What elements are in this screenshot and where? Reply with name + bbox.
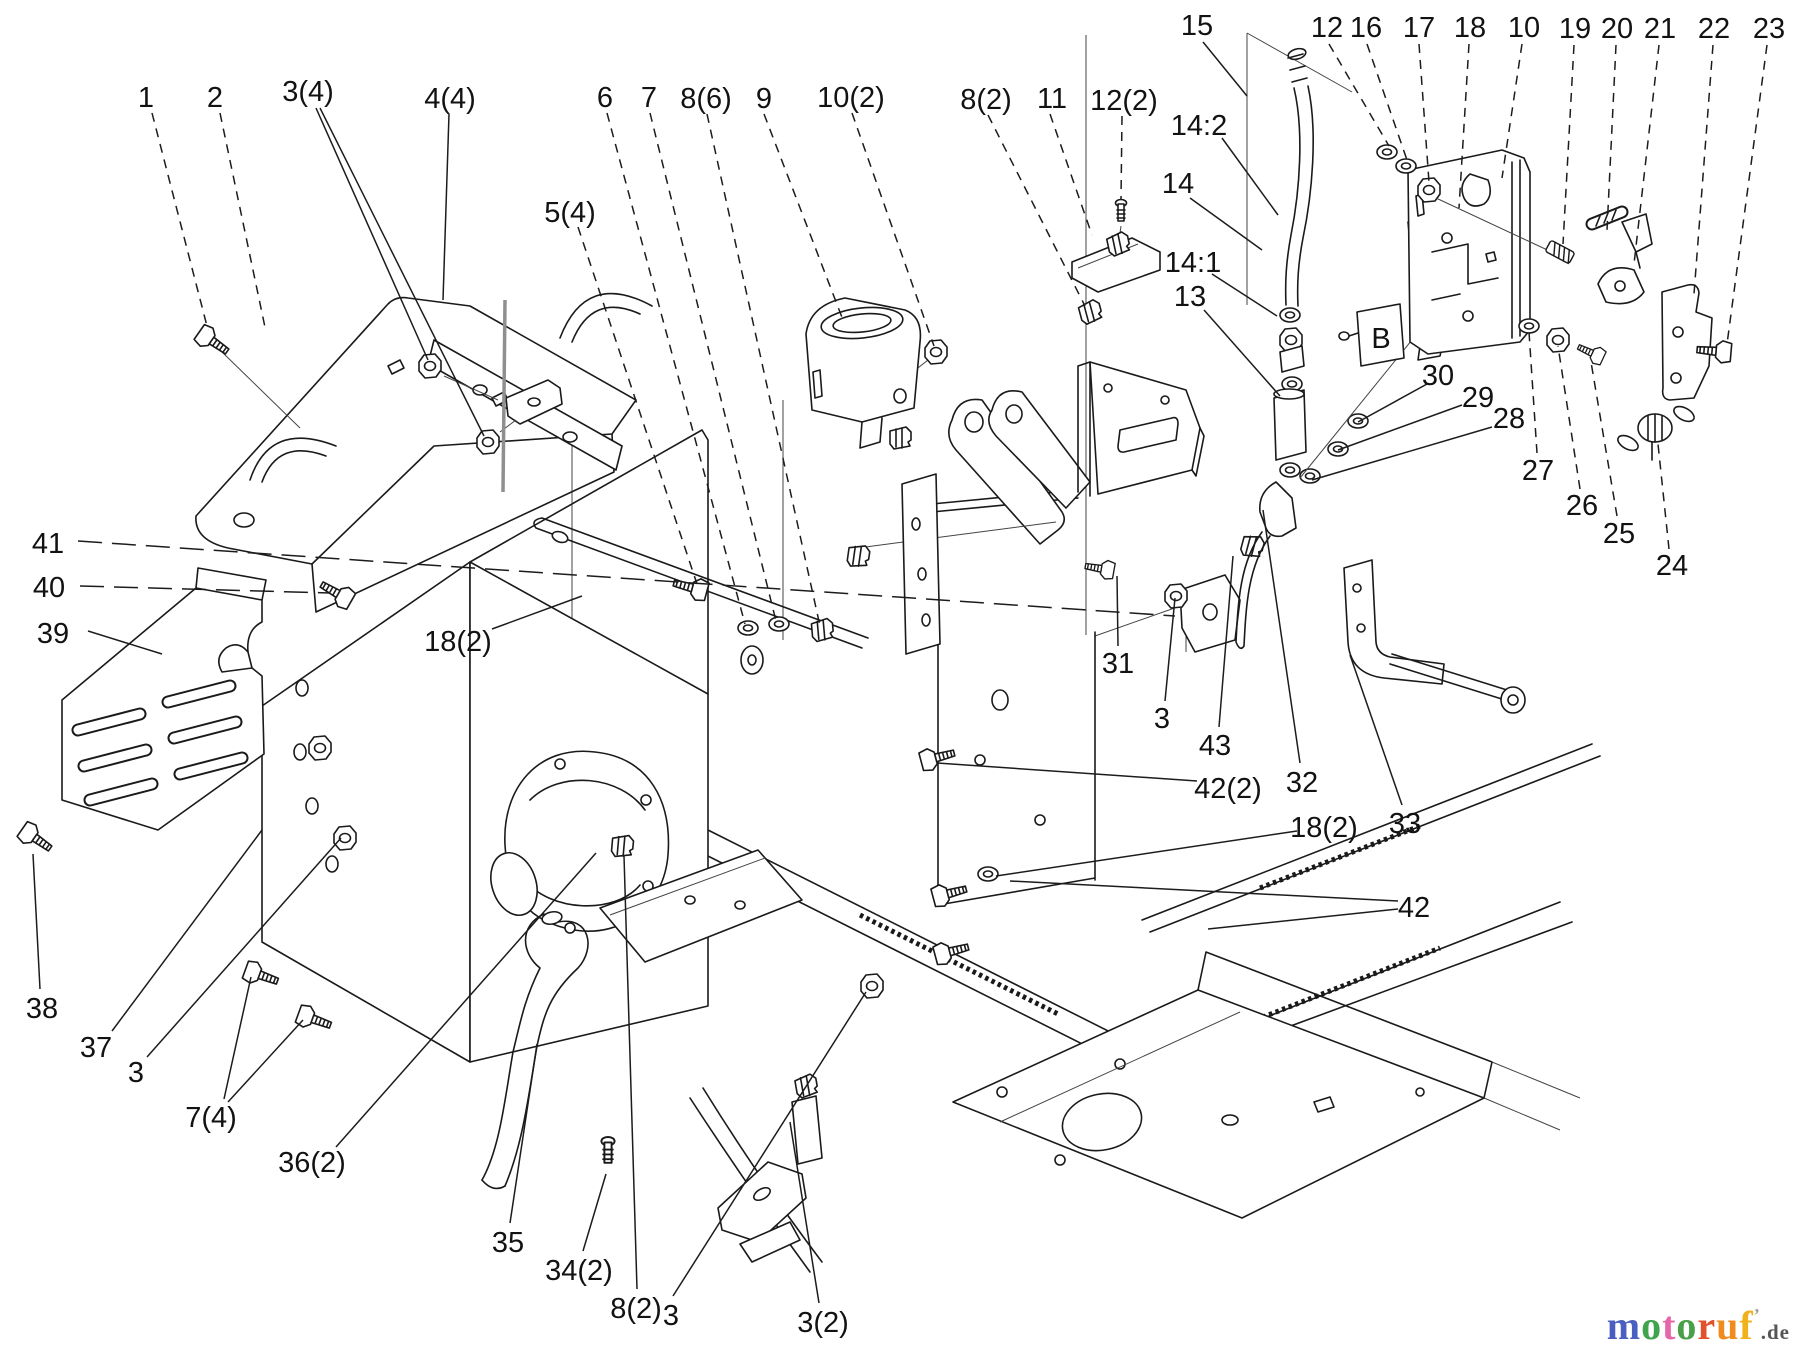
part-label-36-2: 36(2)	[278, 1147, 346, 1179]
part-label-17: 17	[1403, 12, 1435, 44]
support-strut-bracket	[1343, 559, 1526, 714]
part-label-23: 23	[1753, 13, 1785, 45]
part-label-34-2: 34(2)	[545, 1255, 613, 1287]
part-label-27: 27	[1522, 455, 1554, 487]
logo-letter: o	[1641, 1303, 1663, 1348]
callout-letter-b: B	[1371, 323, 1390, 355]
part-label-7-4: 7(4)	[185, 1102, 237, 1134]
sensor-mount-plate	[1071, 198, 1161, 293]
logo-word[interactable]: motoruf	[1607, 1303, 1754, 1348]
part-label-3-2: 3(2)	[797, 1307, 849, 1339]
leader-lines	[32, 41, 1768, 1304]
logo-tick: ’	[1753, 1305, 1761, 1325]
lever-tube	[481, 910, 589, 1190]
part-label-28: 28	[1493, 403, 1525, 435]
part-label-3-left: 3	[128, 1057, 144, 1089]
hinge-plate	[791, 1095, 823, 1165]
part-label-3-4: 3(4)	[282, 76, 334, 108]
part-label-11: 11	[1037, 83, 1067, 115]
part-label-7: 7	[641, 82, 657, 114]
part-label-37: 37	[80, 1032, 112, 1064]
part-label-15: 15	[1181, 10, 1213, 42]
part-label-3-mid: 3	[1154, 703, 1170, 735]
footrest-bracket	[717, 1161, 807, 1243]
part-label-40: 40	[33, 572, 65, 604]
part-label-26: 26	[1566, 490, 1598, 522]
part-label-42: 42	[1398, 892, 1430, 924]
slotted-shield-panel	[61, 567, 267, 831]
part-label-14-2: 14:2	[1171, 110, 1227, 142]
part-label-33: 33	[1389, 808, 1421, 840]
front-upright	[901, 473, 941, 655]
part-label-22: 22	[1698, 13, 1730, 45]
detail-callout-box	[1356, 303, 1405, 367]
part-label-4-4: 4(4)	[424, 83, 476, 115]
part-label-14-1: 14:1	[1165, 247, 1221, 279]
part-label-8-2-bottom: 8(2)	[610, 1293, 662, 1325]
part-label-8-6: 8(6)	[680, 83, 732, 115]
part-label-19: 19	[1559, 13, 1591, 45]
knob	[1617, 405, 1695, 461]
part-label-3-bottom: 3	[663, 1300, 679, 1332]
part-label-12-2: 12(2)	[1090, 85, 1158, 117]
part-label-8-2: 8(2)	[960, 84, 1012, 116]
fasteners	[15, 297, 1188, 1164]
part-label-13: 13	[1174, 281, 1206, 313]
part-label-10-2: 10(2)	[817, 82, 885, 114]
logo-letter: r	[1697, 1303, 1717, 1348]
frame-rails	[687, 743, 1601, 1273]
logo-letter: u	[1716, 1303, 1740, 1348]
part-label-16: 16	[1350, 12, 1382, 44]
part-label-32: 32	[1286, 767, 1318, 799]
hydraulic-hose-assembly	[1235, 47, 1421, 650]
part-label-43: 43	[1199, 730, 1231, 762]
part-label-2: 2	[207, 82, 223, 114]
part-label-29: 29	[1462, 382, 1494, 414]
cover-plate	[599, 849, 803, 963]
support-bracket	[805, 297, 922, 449]
part-label-39: 39	[37, 618, 69, 650]
part-label-12: 12	[1311, 12, 1343, 44]
part-label-18-2-right: 18(2)	[1290, 812, 1358, 844]
part-label-35: 35	[492, 1227, 524, 1259]
seat-support-plate	[952, 989, 1485, 1219]
part-label-10: 10	[1508, 12, 1540, 44]
logo-letter: t	[1662, 1303, 1677, 1348]
part-label-1: 1	[138, 82, 154, 114]
part-label-9: 9	[756, 83, 772, 115]
latch-plate-assembly	[1338, 144, 1733, 461]
part-label-14: 14	[1162, 168, 1194, 200]
logo-letter: o	[1676, 1303, 1698, 1348]
part-label-30: 30	[1422, 360, 1454, 392]
part-label-6: 6	[597, 82, 613, 114]
part-label-31: 31	[1102, 648, 1134, 680]
part-label-18: 18	[1454, 12, 1486, 44]
part-labels: 1 2 3(4) 4(4) 5(4) 6 7 8(6) 9 10(2) 8(2)…	[26, 10, 1785, 1339]
part-label-25: 25	[1603, 518, 1635, 550]
part-label-24: 24	[1656, 550, 1688, 582]
logo-letter: m	[1606, 1303, 1642, 1348]
logo-letter: f	[1739, 1303, 1754, 1348]
part-label-20: 20	[1601, 13, 1633, 45]
part-label-38: 38	[26, 993, 58, 1025]
logo-suffix[interactable]: .de	[1760, 1320, 1790, 1344]
part-label-21: 21	[1644, 13, 1676, 45]
part-label-5-4: 5(4)	[544, 197, 596, 229]
latch-link	[1661, 283, 1713, 401]
part-label-18-2-left: 18(2)	[424, 626, 492, 658]
frame-side-plate	[261, 429, 709, 1063]
fuel-line	[1235, 531, 1271, 650]
motoruf-logo[interactable]: motoruf’.de	[1607, 1306, 1790, 1346]
lift-arm-and-tower	[533, 359, 1241, 906]
part-label-42-2: 42(2)	[1194, 773, 1262, 805]
lift-arm	[948, 398, 1066, 545]
part-label-41: 41	[32, 528, 64, 560]
